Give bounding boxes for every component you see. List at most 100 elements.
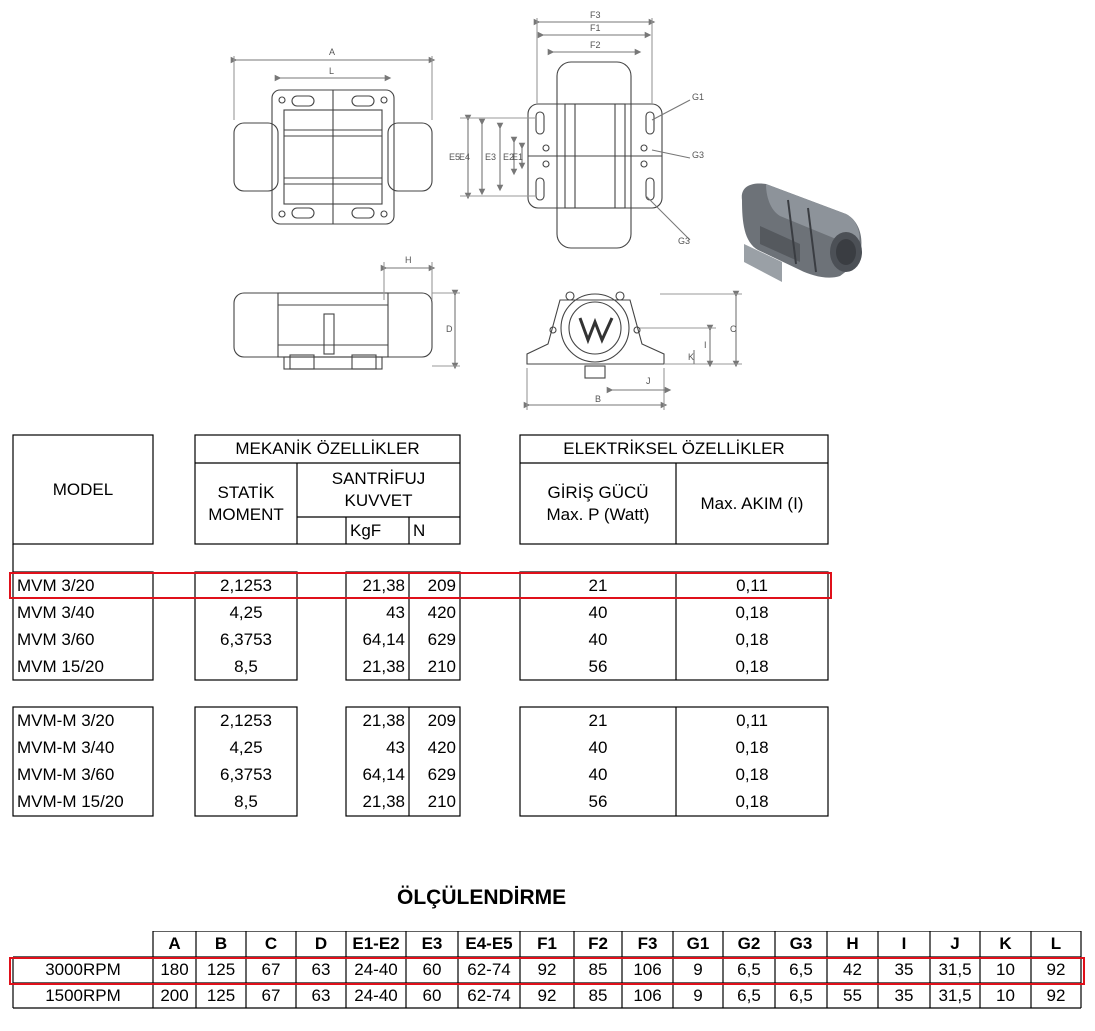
dim-header-e4-e5: E4-E5: [465, 934, 513, 953]
newton-cell: 209: [427, 710, 456, 730]
dim-label-c: C: [730, 324, 737, 334]
kgf-cell: 21,38: [362, 575, 405, 595]
static-moment-cell: 8,5: [234, 791, 258, 811]
dim-cell: 125: [206, 986, 236, 1005]
dim-cell: 60: [422, 986, 442, 1005]
dim-header-f2: F2: [588, 934, 608, 953]
n-header: N: [413, 520, 426, 540]
static-moment-cell: 4,25: [229, 602, 263, 622]
dim-label-e2: E2: [503, 152, 514, 162]
dim-header-f1: F1: [537, 934, 557, 953]
power-cell: 40: [588, 602, 608, 622]
dim-cell: 55: [843, 986, 862, 1005]
model-cell: MVM-M 3/20: [17, 710, 115, 730]
dim-header-e3: E3: [421, 934, 443, 953]
model-cell: MVM 3/40: [17, 602, 95, 622]
dim-cell: 10: [996, 960, 1015, 979]
dim-label-g3b: G3: [678, 236, 690, 246]
dim-cell: 31,5: [938, 986, 972, 1005]
centrifugal-header: SANTRİFUJ KUVVET: [331, 469, 426, 510]
dim-header-f3: F3: [637, 934, 658, 953]
kgf-cell: 21,38: [362, 791, 405, 811]
dim-cell: 63: [311, 960, 331, 979]
dim-label-e5: E5: [449, 152, 460, 162]
dim-header-e1-e2: E1-E2: [352, 934, 400, 953]
model-cell: MVM-M 15/20: [17, 791, 124, 811]
current-cell: 0,18: [735, 764, 769, 784]
current-cell: 0,18: [735, 629, 769, 649]
dim-label-g3: G3: [692, 150, 704, 160]
dim-header-g2: G2: [737, 934, 761, 953]
dim-header-b: B: [214, 934, 228, 953]
dim-header-g1: G1: [686, 934, 710, 953]
dim-cell: 62-74: [467, 960, 511, 979]
newton-cell: 210: [427, 791, 456, 811]
dim-header-i: I: [901, 934, 907, 953]
static-moment-cell: 4,25: [229, 737, 263, 757]
dim-cell: 31,5: [938, 960, 972, 979]
dim-cell: 125: [206, 960, 236, 979]
dim-cell: 67: [261, 986, 281, 1005]
dim-cell: 92: [537, 960, 557, 979]
elec-header: ELEKTRİKSEL ÖZELLİKLER: [563, 439, 785, 458]
newton-cell: 210: [427, 656, 456, 676]
dim-header-a: A: [168, 934, 181, 953]
mech-header: MEKANİK ÖZELLİKLER: [235, 439, 420, 458]
dim-label-e1: E1: [512, 152, 523, 162]
power-cell: 56: [588, 656, 608, 676]
dim-cell: 85: [588, 960, 608, 979]
dimension-labels: A L H D F3 F1 F2 G1 G3 G3 E5 E4 E3 E2 E1…: [329, 10, 737, 404]
dim-cell: 6,5: [789, 960, 813, 979]
highlight-row-mvm-3-20: [9, 572, 832, 599]
dim-header-h: H: [846, 934, 859, 953]
newton-cell: 420: [427, 737, 456, 757]
dim-label-d: D: [446, 324, 453, 334]
dim-label-f1: F1: [590, 23, 601, 33]
kgf-cell: 21,38: [362, 656, 405, 676]
highlight-row-3000rpm: [9, 957, 1085, 985]
dim-cell: 24-40: [354, 960, 398, 979]
dim-cell: 60: [422, 960, 442, 979]
power-cell: 40: [588, 764, 608, 784]
kgf-cell: 43: [386, 737, 405, 757]
dim-cell: 9: [693, 960, 703, 979]
kgf-cell: 21,38: [362, 710, 405, 730]
model-header: MODEL: [52, 479, 114, 499]
dim-label-e4: E4: [459, 152, 470, 162]
static-moment-cell: 2,1253: [220, 575, 272, 595]
dim-label-h: H: [405, 255, 412, 265]
motor-3d-render: [741, 183, 862, 282]
model-cell: MVM 15/20: [17, 656, 104, 676]
newton-cell: 420: [427, 602, 456, 622]
top-view: [230, 56, 436, 225]
current-cell: 0,11: [736, 710, 768, 730]
dim-cell: 92: [1046, 986, 1066, 1005]
dim-cell: 106: [633, 986, 662, 1005]
current-cell: 0,18: [735, 791, 769, 811]
dim-cell: 200: [160, 986, 189, 1005]
power-cell: 40: [588, 737, 608, 757]
kgf-cell: 64,14: [362, 764, 405, 784]
dim-label-k: K: [688, 352, 694, 362]
static-moment-cell: 6,3753: [220, 629, 272, 649]
newton-cell: 629: [427, 764, 456, 784]
dim-cell: 92: [1046, 960, 1066, 979]
current-cell: 0,11: [736, 575, 768, 595]
dim-label-e3: E3: [485, 152, 496, 162]
dim-header-d: D: [314, 934, 328, 953]
dim-cell: 63: [311, 986, 331, 1005]
model-cell: MVM-M 3/40: [17, 737, 115, 757]
dim-label-a: A: [329, 47, 335, 57]
kgf-cell: 43: [386, 602, 405, 622]
dim-cell: 85: [588, 986, 608, 1005]
dim-header-j: J: [950, 934, 960, 953]
power-cell: 56: [588, 791, 608, 811]
kgf-header: KgF: [350, 520, 382, 540]
dim-cell: 35: [894, 986, 914, 1005]
dim-cell: 42: [843, 960, 862, 979]
dim-header-g3: G3: [789, 934, 813, 953]
power-header: GİRİŞ GÜCÜ Max. P (Watt): [546, 482, 650, 524]
dim-cell: 9: [693, 986, 703, 1005]
current-cell: 0,18: [735, 656, 769, 676]
model-cell: MVM 3/20: [17, 575, 95, 595]
